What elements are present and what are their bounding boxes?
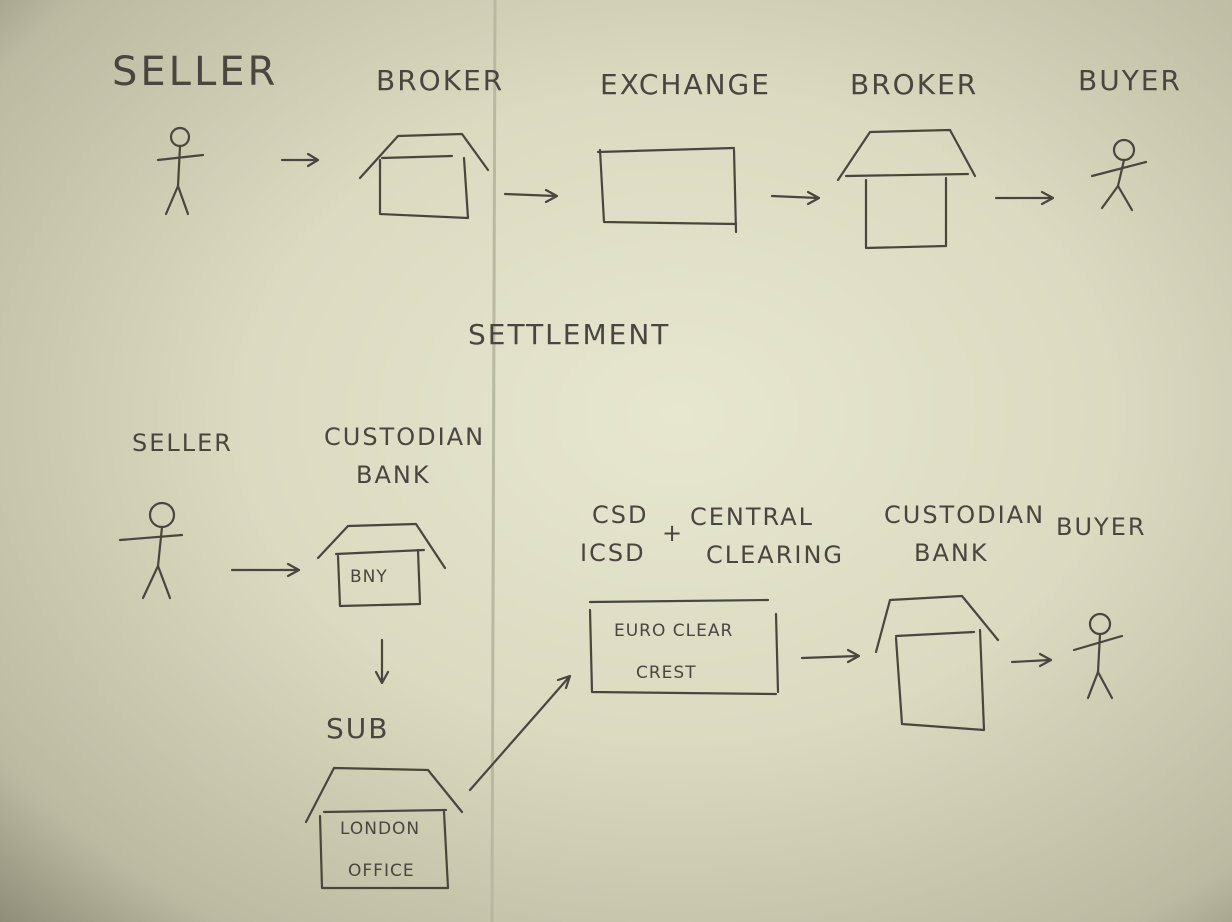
buyer-figure-icon <box>1072 612 1124 700</box>
arrow-broker-to-buyer <box>994 190 1055 206</box>
buyer-label: BUYER <box>1078 64 1182 97</box>
arrow-seller-to-broker <box>280 152 320 168</box>
custodian-label-line1: CUSTODIAN <box>884 501 1046 529</box>
arrow-seller-to-custodian <box>230 562 301 578</box>
custodian-bank-house-icon <box>316 522 447 608</box>
arrow-custodian-to-sub <box>374 638 390 685</box>
arrow-custodian-to-buyer <box>1010 652 1053 668</box>
seller-figure-icon <box>156 126 205 216</box>
arrow-sub-to-csd <box>468 674 572 792</box>
seller-label: SELLER <box>112 49 279 95</box>
arrow-csd-to-custodian <box>800 648 861 664</box>
buyer-label: BUYER <box>1056 513 1147 541</box>
exchange-label: EXCHANGE <box>600 68 771 101</box>
london-office-label-line1: LONDON <box>340 819 421 839</box>
broker-house-icon <box>836 128 977 250</box>
arrow-exchange-to-broker <box>770 190 821 206</box>
bny-box-label: BNY <box>350 567 388 587</box>
broker-label: BROKER <box>850 68 979 101</box>
broker-label: BROKER <box>376 64 505 97</box>
csd-label: CSD <box>592 501 649 529</box>
euroclear-label: EURO CLEAR <box>614 621 734 641</box>
csd-box <box>588 598 780 696</box>
plus-sign: + <box>662 519 685 547</box>
seller-label: SELLER <box>132 429 233 457</box>
sub-label: SUB <box>326 712 390 745</box>
central-clearing-label-line1: CENTRAL <box>690 503 815 531</box>
custodian-label-line2: BANK <box>356 461 431 489</box>
arrow-broker-to-exchange <box>503 188 559 204</box>
seller-figure-icon <box>118 501 184 600</box>
custodian-label-line2: BANK <box>914 539 989 567</box>
sub-office-house-icon <box>304 766 464 890</box>
london-office-label-line2: OFFICE <box>348 861 415 881</box>
buyer-figure-icon <box>1090 138 1148 212</box>
central-clearing-label-line2: CLEARING <box>706 541 845 569</box>
custodian-bank-house-icon <box>874 594 1000 732</box>
settlement-heading: SETTLEMENT <box>468 318 671 351</box>
icsd-label: ICSD <box>580 539 646 567</box>
crest-label: CREST <box>636 663 697 683</box>
paper-fold <box>490 0 497 922</box>
broker-house-icon <box>358 132 490 220</box>
exchange-box <box>596 146 738 234</box>
custodian-label-line1: CUSTODIAN <box>324 423 486 451</box>
